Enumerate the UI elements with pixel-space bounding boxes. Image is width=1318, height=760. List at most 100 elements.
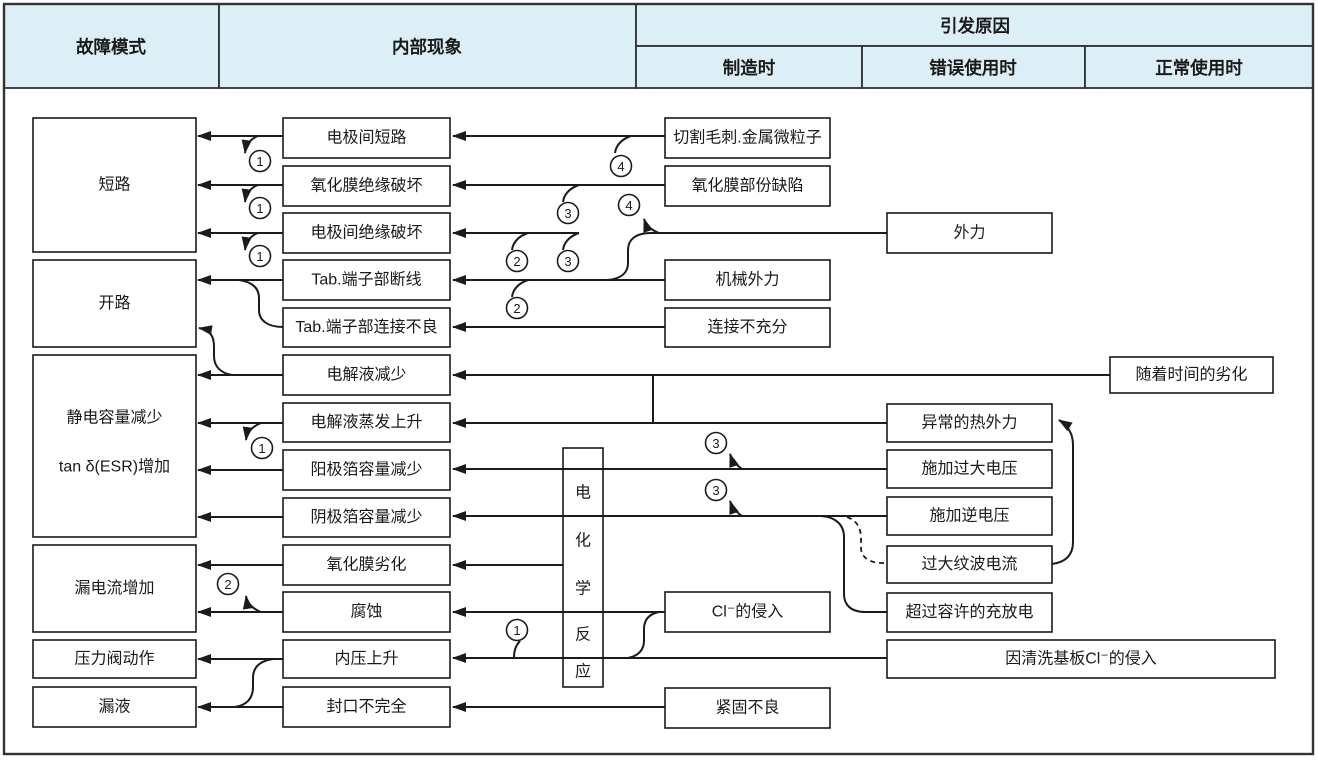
leakage-current-increase: 漏电流增加 [32, 544, 197, 633]
excessive-ripple-current-box [886, 545, 1053, 584]
pressure-valve-operation-box [32, 639, 197, 679]
liquid-leakage-box [32, 686, 197, 728]
header-label-failure-mode: 故障模式 [76, 37, 146, 57]
header-label-manufacturing: 制造时 [723, 58, 776, 78]
abnormal-thermal-stress-label: 异常的热外力 [921, 414, 1017, 432]
flow-line [562, 184, 580, 203]
flow-line [198, 325, 233, 376]
flow-line [562, 232, 580, 251]
deterioration-over-time: 随着时间的劣化 [1109, 356, 1274, 394]
connector-number: 3 [712, 436, 719, 451]
connector-circle [617, 193, 641, 217]
flow-line [242, 422, 262, 441]
internal-pressure-rise: 内压上升 [282, 639, 451, 679]
electrolyte-decrease-box [282, 354, 451, 396]
external-force: 外力 [886, 212, 1053, 254]
incomplete-sealing-box [282, 686, 451, 728]
corrosion-label: 腐蚀 [350, 603, 382, 621]
flow-line [729, 500, 743, 517]
oxide-film-insulation-breakdown: 氧化膜绝缘破坏 [282, 165, 451, 207]
flow-line [241, 135, 259, 154]
incomplete-sealing: 封口不完全 [282, 686, 451, 728]
incomplete-sealing-label: 封口不完全 [326, 698, 406, 716]
cathode-foil-capacitance-decrease-label: 阴极箔容量减少 [310, 508, 422, 526]
connector-circle [505, 296, 529, 320]
short-circuit-box [32, 117, 197, 253]
chloride-intrusion-board-cleaning: 因清洗基板Cl⁻的侵入 [886, 639, 1276, 679]
flow-line [1051, 419, 1074, 565]
tab-terminal-poor-connection: Tab.端子部连接不良 [282, 307, 451, 348]
external-force-label: 外力 [953, 224, 985, 242]
oxide-film-degradation-label: 氧化膜劣化 [326, 556, 406, 574]
flow-line [242, 595, 262, 613]
electrolyte-evaporation-increase-label: 电解液蒸发上升 [310, 413, 422, 431]
connector-circle [556, 201, 580, 225]
connector-badge-2: 2 [216, 572, 240, 596]
electrolyte-decrease: 电解液减少 [282, 354, 451, 396]
connector-number: 1 [258, 441, 265, 456]
excessive-ripple-current-label: 过大纹波电流 [921, 555, 1017, 573]
flow-line [820, 515, 887, 613]
overvoltage-application-box [886, 449, 1053, 489]
connector-badge-3: 3 [704, 478, 728, 502]
leakage-current-increase-box [32, 544, 197, 633]
chloride-intrusion: Cl⁻的侵入 [664, 591, 831, 633]
reverse-voltage-application-label: 施加逆电压 [929, 507, 1009, 525]
electrolyte-decrease-label: 电解液减少 [326, 366, 406, 384]
liquid-leakage-label: 漏液 [98, 698, 130, 716]
connector-number: 3 [564, 254, 571, 269]
electrode-insulation-breakdown-label: 电极间绝缘破坏 [310, 224, 422, 242]
electrode-insulation-breakdown: 电极间绝缘破坏 [282, 212, 451, 254]
tab-terminal-wire-break: Tab.端子部断线 [282, 259, 451, 301]
connector-number: 3 [712, 483, 719, 498]
cutting-burr-metal-particles: 切割毛刺.金属微粒子 [664, 117, 831, 159]
mechanical-external-force-box [664, 259, 831, 301]
connector-number: 4 [625, 198, 632, 213]
electrode-short-label: 电极间短路 [326, 129, 406, 147]
abnormal-thermal-stress-box [886, 403, 1053, 443]
cutting-burr-metal-particles-label: 切割毛刺.金属微粒子 [673, 129, 821, 147]
tab-terminal-poor-connection-label: Tab.端子部连接不良 [295, 318, 437, 336]
connector-badge-1: 1 [248, 244, 272, 268]
short-circuit: 短路 [32, 117, 197, 253]
connector-badge-2: 2 [505, 296, 529, 320]
electrochemical-reaction-label-char: 应 [575, 662, 591, 681]
flow-line [511, 279, 529, 298]
flow-line [643, 218, 660, 234]
connector-circle [609, 154, 633, 178]
connector-circle [248, 244, 272, 268]
electrode-short-box [282, 117, 451, 159]
anode-foil-capacitance-decrease: 阳极箔容量减少 [282, 449, 451, 491]
internal-pressure-rise-label: 内压上升 [334, 650, 398, 668]
connector-badge-4: 4 [609, 154, 633, 178]
connector-number: 1 [256, 154, 263, 169]
pressure-valve-operation-label: 压力阀动作 [74, 650, 154, 668]
connector-circle [556, 249, 580, 273]
chloride-intrusion-label: Cl⁻的侵入 [712, 603, 784, 621]
connector-number: 1 [513, 623, 520, 638]
anode-foil-capacitance-decrease-label: 阳极箔容量减少 [310, 461, 422, 479]
electrochemical-reaction-label-char: 反 [575, 626, 591, 644]
flow-line [614, 135, 632, 154]
flow-line [241, 232, 259, 251]
insufficient-connection-label: 连接不充分 [707, 318, 787, 336]
cathode-foil-capacitance-decrease: 阴极箔容量减少 [282, 497, 451, 538]
insufficient-connection-box [664, 307, 831, 348]
oxide-film-degradation-box [282, 544, 451, 586]
poor-tightening-box [664, 687, 831, 729]
open-circuit: 开路 [32, 259, 197, 348]
anode-foil-capacitance-decrease-box [282, 449, 451, 491]
connector-circle [704, 431, 728, 455]
connector-number: 3 [564, 206, 571, 221]
header-label-misuse: 错误使用时 [929, 58, 1017, 78]
mechanical-external-force-label: 机械外力 [715, 271, 779, 289]
oxide-film-insulation-breakdown-box [282, 165, 451, 207]
oxide-film-insulation-breakdown-label: 氧化膜绝缘破坏 [310, 177, 422, 195]
connector-number: 2 [513, 301, 520, 316]
chloride-intrusion-box [664, 591, 831, 633]
flow-line [511, 232, 529, 251]
charge-discharge-over-limit-label: 超过容许的充放电 [905, 603, 1033, 621]
electrochemical-reaction-label-char: 化 [575, 532, 591, 550]
